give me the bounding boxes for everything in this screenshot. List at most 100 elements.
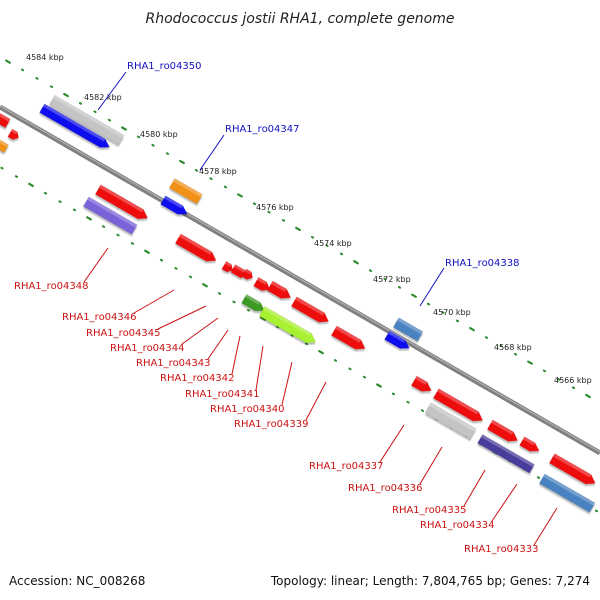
gene-label[interactable]: RHA1_ro04340 (210, 404, 285, 415)
gene-arrow-highlight (233, 264, 246, 273)
scale-tick (20, 68, 25, 72)
scale-tick (63, 92, 69, 98)
gene-arrow-red[interactable] (330, 325, 368, 354)
gene-arrow-highlight (87, 196, 138, 228)
gene-arrow-highlight (429, 402, 477, 432)
gene-arrow-red[interactable] (519, 436, 542, 456)
scale-tick (237, 193, 243, 198)
gene-arrow-blue[interactable] (384, 330, 413, 353)
gene-label[interactable]: RHA1_ro04348 (14, 281, 89, 292)
connector-line (133, 289, 175, 314)
scale-tick (43, 191, 48, 195)
gene-arrow-red[interactable] (410, 375, 434, 396)
gene-arrow-ro04338[interactable] (392, 317, 424, 342)
scale-tick (28, 182, 34, 187)
gene-arrow-blue[interactable] (160, 195, 190, 219)
gene-arrow-highlight (543, 473, 595, 506)
connector-line (199, 134, 225, 171)
gene-label[interactable]: RHA1_ro04333 (464, 544, 539, 555)
gene-arrow-highlight (491, 419, 514, 435)
gene-arrow-body (290, 296, 330, 323)
gene-label[interactable]: RHA1_ro04350 (127, 61, 202, 72)
gene-label[interactable]: RHA1_ro04336 (348, 483, 423, 494)
gene-label[interactable]: RHA1_ro04337 (309, 461, 384, 472)
gene-arrow-ro04350[interactable] (48, 94, 125, 146)
gene-arrow-ro04350-blue[interactable] (39, 103, 113, 152)
connector-line (419, 267, 445, 307)
gene-arrow-highlight (415, 375, 428, 385)
gene-arrow-lime[interactable] (258, 305, 318, 347)
gene-arrow-red[interactable] (266, 280, 293, 303)
gene-arrow-body (410, 375, 432, 392)
gene-label[interactable]: RHA1_ro04346 (62, 312, 137, 323)
connector-line (181, 317, 219, 345)
gene-arrow-highlight (10, 128, 18, 135)
gene-label[interactable]: RHA1_ro04338 (445, 258, 520, 269)
scale-tick (232, 300, 236, 304)
gene-arrow-body (266, 280, 292, 299)
scale-tick (246, 309, 251, 312)
gene-label[interactable]: RHA1_ro04343 (136, 358, 211, 369)
scale-tick (14, 175, 19, 178)
gene-arrow-highlight (295, 296, 325, 316)
scale-tick (304, 342, 309, 346)
scale-tick (571, 386, 576, 390)
gene-label[interactable]: RHA1_ro04345 (86, 328, 161, 339)
gene-arrow-red[interactable] (241, 268, 255, 282)
kbp-label: 4576 kbp (256, 203, 294, 212)
scale-tick (484, 336, 489, 339)
scale-tick (116, 233, 120, 237)
gene-arrow-red[interactable] (253, 276, 273, 294)
scale-tick (275, 325, 280, 329)
gene-arrow-body (168, 178, 203, 205)
scale-tick (78, 102, 83, 105)
gene-label[interactable]: RHA1_ro04335 (392, 505, 467, 516)
gene-arrow-highlight (397, 317, 424, 335)
gene-arrow-highlight (0, 111, 11, 122)
gene-arrow-red[interactable] (174, 233, 219, 266)
gene-arrow-highlight (0, 138, 9, 148)
scale-tick (179, 159, 185, 165)
genome-title: Rhodococcus jostii RHA1, complete genome (145, 11, 454, 27)
gene-arrow-red[interactable] (221, 260, 235, 274)
gene-arrow-edge-red[interactable] (0, 110, 11, 129)
scale-tick (325, 244, 329, 247)
connector-line (533, 507, 558, 546)
gene-arrow-green[interactable] (241, 294, 268, 315)
gene-label[interactable]: RHA1_ro04339 (234, 419, 309, 430)
scale-tick (290, 334, 294, 337)
scale-tick (0, 166, 4, 170)
connector-line (281, 361, 293, 406)
gene-arrow-highlight (179, 233, 212, 255)
gene-arrow-steel[interactable] (538, 473, 596, 513)
scale-tick (223, 185, 228, 189)
scale-tick (469, 327, 475, 332)
gene-arrow-red[interactable] (432, 388, 485, 426)
scale-tick (72, 208, 77, 212)
gene-arrow-red[interactable] (486, 419, 520, 446)
connector-line (97, 71, 127, 111)
gene-arrow-body (519, 436, 540, 452)
gene-arrow-edge-red[interactable] (7, 128, 21, 142)
gene-arrow-edge-orange[interactable] (0, 138, 9, 153)
gene-arrow-gray[interactable] (424, 402, 477, 440)
accession-text: Accession: NC_008268 (9, 574, 145, 588)
gene-arrow-red[interactable] (548, 453, 598, 489)
gene-arrow-highlight (553, 453, 592, 478)
gene-label[interactable]: RHA1_ro04342 (160, 373, 235, 384)
gene-arrow-red[interactable] (290, 296, 331, 327)
kbp-label: 4566 kbp (554, 376, 592, 385)
gene-label[interactable]: RHA1_ro04344 (110, 343, 185, 354)
scale-tick (159, 258, 164, 262)
gene-label[interactable]: RHA1_ro04341 (185, 389, 260, 400)
scale-tick (194, 169, 199, 172)
gene-arrow-ro04347[interactable] (168, 178, 203, 205)
gene-arrow-ro04348[interactable] (82, 196, 138, 235)
gene-label[interactable]: RHA1_ro04334 (420, 520, 495, 531)
gene-arrow-red[interactable] (116, 197, 150, 223)
scale-tick (144, 249, 150, 254)
gene-arrow-darkviolet[interactable] (477, 434, 535, 474)
gene-label[interactable]: RHA1_ro04347 (225, 124, 300, 135)
gene-arrow-highlight (335, 325, 362, 343)
gene-arrow-red[interactable] (230, 264, 246, 279)
